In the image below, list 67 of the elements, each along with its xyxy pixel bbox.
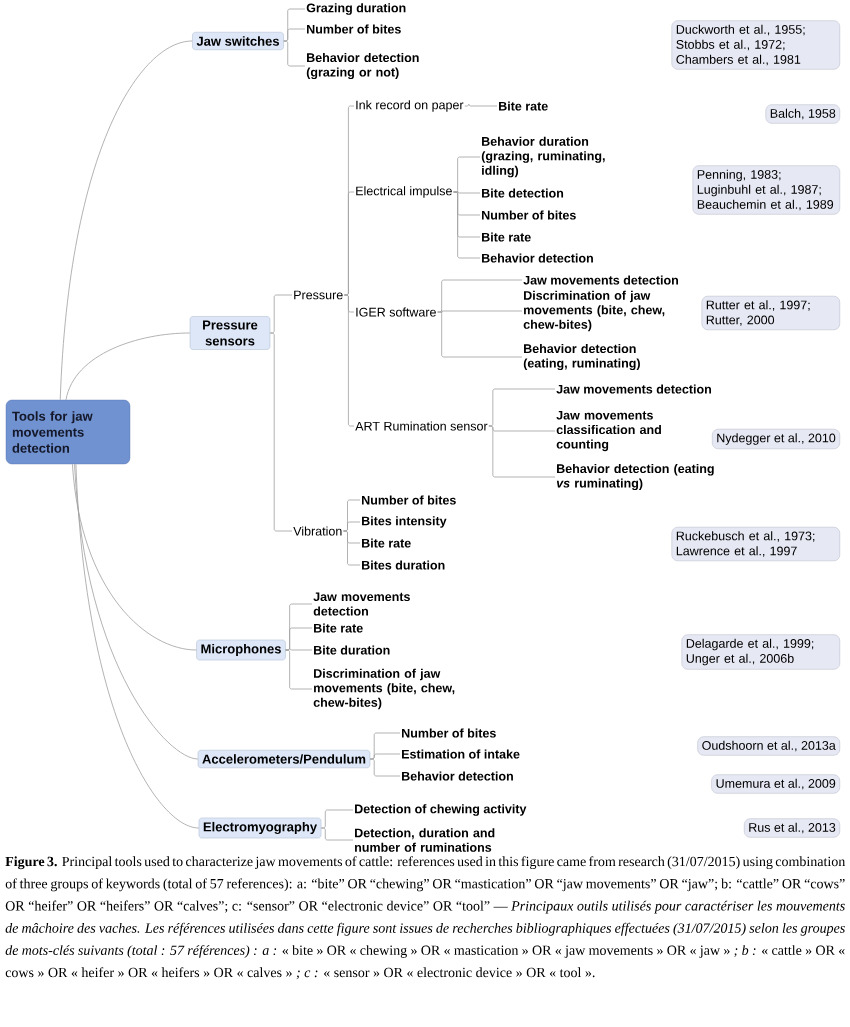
reference-box: Umemura et al., 2009 [711, 774, 840, 794]
item-text: Behavior detection [402, 771, 513, 781]
category-box: Accelerometers/Pendulum [197, 749, 371, 769]
bracket-line [269, 332, 293, 532]
item-text: Behavior detection (eating vs ruminating) [556, 463, 714, 491]
item-text: Bite duration [314, 645, 390, 655]
bracket-line [437, 311, 523, 358]
reference-box: Balch, 1958 [765, 104, 840, 124]
reference-box: Rutter et al., 1997; Rutter, 2000 [701, 296, 840, 331]
category-box: Pressure sensors [189, 316, 271, 350]
item-text: Discrimination of jaw movements (bite, chew, chew-bites) [313, 668, 455, 710]
item-text: Jaw movements detection [313, 592, 410, 616]
item-text: Number of bites [482, 210, 576, 220]
category-box: Jaw switches [192, 32, 284, 50]
item-text: Number of bites [307, 24, 401, 34]
branch-curve [72, 463, 197, 651]
item-text: Detection of chewing activity [355, 804, 527, 816]
item-text: Bites duration [362, 560, 445, 570]
branch-curve [74, 463, 199, 760]
method-label: Pressure [294, 290, 343, 300]
bracket-line [283, 40, 306, 67]
bracket-line [488, 425, 556, 478]
item-text: Behavior detection (eating, ruminating) [523, 343, 640, 371]
item-text: Number of bites [402, 728, 496, 738]
category-box: Microphones [196, 639, 286, 661]
method-label: IGER software [356, 307, 436, 317]
reference-box: Penning, 1983; Luginbuhl et al., 1987; Beauchemin et al., 1989 [692, 165, 840, 215]
item-text: Bite rate [499, 101, 548, 111]
method-label: Vibration [293, 526, 342, 536]
bracket-line [369, 758, 401, 777]
item-text: Bite rate [482, 232, 531, 242]
reference-box: Delagarde et al., 1999; Unger et al., 2006b [681, 634, 840, 670]
bracket-line [464, 103, 498, 107]
branch-curve [75, 463, 200, 829]
reference-box: Nydegger et al., 2010 [712, 429, 840, 450]
item-text: Number of bites [362, 495, 456, 505]
item-text: Jaw movements classification and counting [556, 410, 661, 452]
reference-box: Ruckebusch et al., 1973; Lawrence et al., 1997 [671, 526, 840, 562]
bracket-line [320, 827, 354, 841]
bracket-line [453, 191, 481, 259]
bracket-line [344, 294, 355, 427]
item-text: Discrimination of jaw movements (bite, chew, chew-bites) [523, 290, 665, 332]
item-text: Jaw movements detection [556, 384, 711, 394]
item-text: Bite detection [482, 188, 564, 198]
item-text: Bite rate [314, 623, 363, 633]
bracket-line [285, 649, 313, 690]
item-text: Behavior detection (grazing or not) [306, 52, 419, 80]
method-label: Ink record on paper [356, 100, 464, 112]
branch-curve [65, 332, 191, 401]
reference-box: Duckworth et al., 1955; Stobbs et al., 1972; Chambers et al., 1981 [671, 20, 840, 70]
item-text: Jaw movements detection [523, 275, 678, 285]
item-text: Bites intensity [362, 516, 447, 528]
item-text: Grazing duration [306, 3, 406, 15]
category-box: Electromyography [198, 817, 322, 839]
bracket-line [343, 530, 361, 566]
reference-box: Oudshoorn et al., 2013a [697, 736, 840, 756]
item-text: Behavior duration (grazing, ruminating, idling) [481, 136, 605, 178]
item-text: Bite rate [362, 538, 411, 548]
item-text: Estimation of intake [402, 749, 520, 759]
branch-curve [59, 40, 193, 401]
method-label: Electrical impulse [356, 186, 452, 198]
item-text: Detection, duration and number of ruminations [355, 828, 495, 852]
item-text: Behavior detection [482, 253, 593, 263]
caption: Figure 3. Principal tools used to characterize jaw movements of cattle: references used in this figure came from research (31/07/2015) using combination of three groups of keywords (total of 57 references): a: “bite” OR “chewing” OR “mastication” OR “jaw movements” OR “jaw”; b: “cattle” OR “cows” OR “heifer” OR “heifers” OR “calves”; c: “sensor” OR “electronic device” OR “tool” — Principaux outils utilisés pour caractériser les mouvements de mâchoire des vaches. Les références utilisées dans cette figure sont issues de recherches bibliographiques effectuées (31/07/2015) selon les groupes de mots-clés suivants (total : 57 références) : a : « bite » OR « chewing » OR « mastication » OR « jaw movements » OR « jaw » ; b : « cattle » OR « cows » OR « heifer » OR « heifers » OR « calves » ; c : « sensor » OR « electronic device » OR « tool ». [5, 856, 846, 980]
method-label: ART Rumination sensor [355, 421, 488, 431]
topic-box: Tools for jaw movements detection [5, 399, 131, 465]
reference-box: Rus et al., 2013 [744, 818, 840, 838]
